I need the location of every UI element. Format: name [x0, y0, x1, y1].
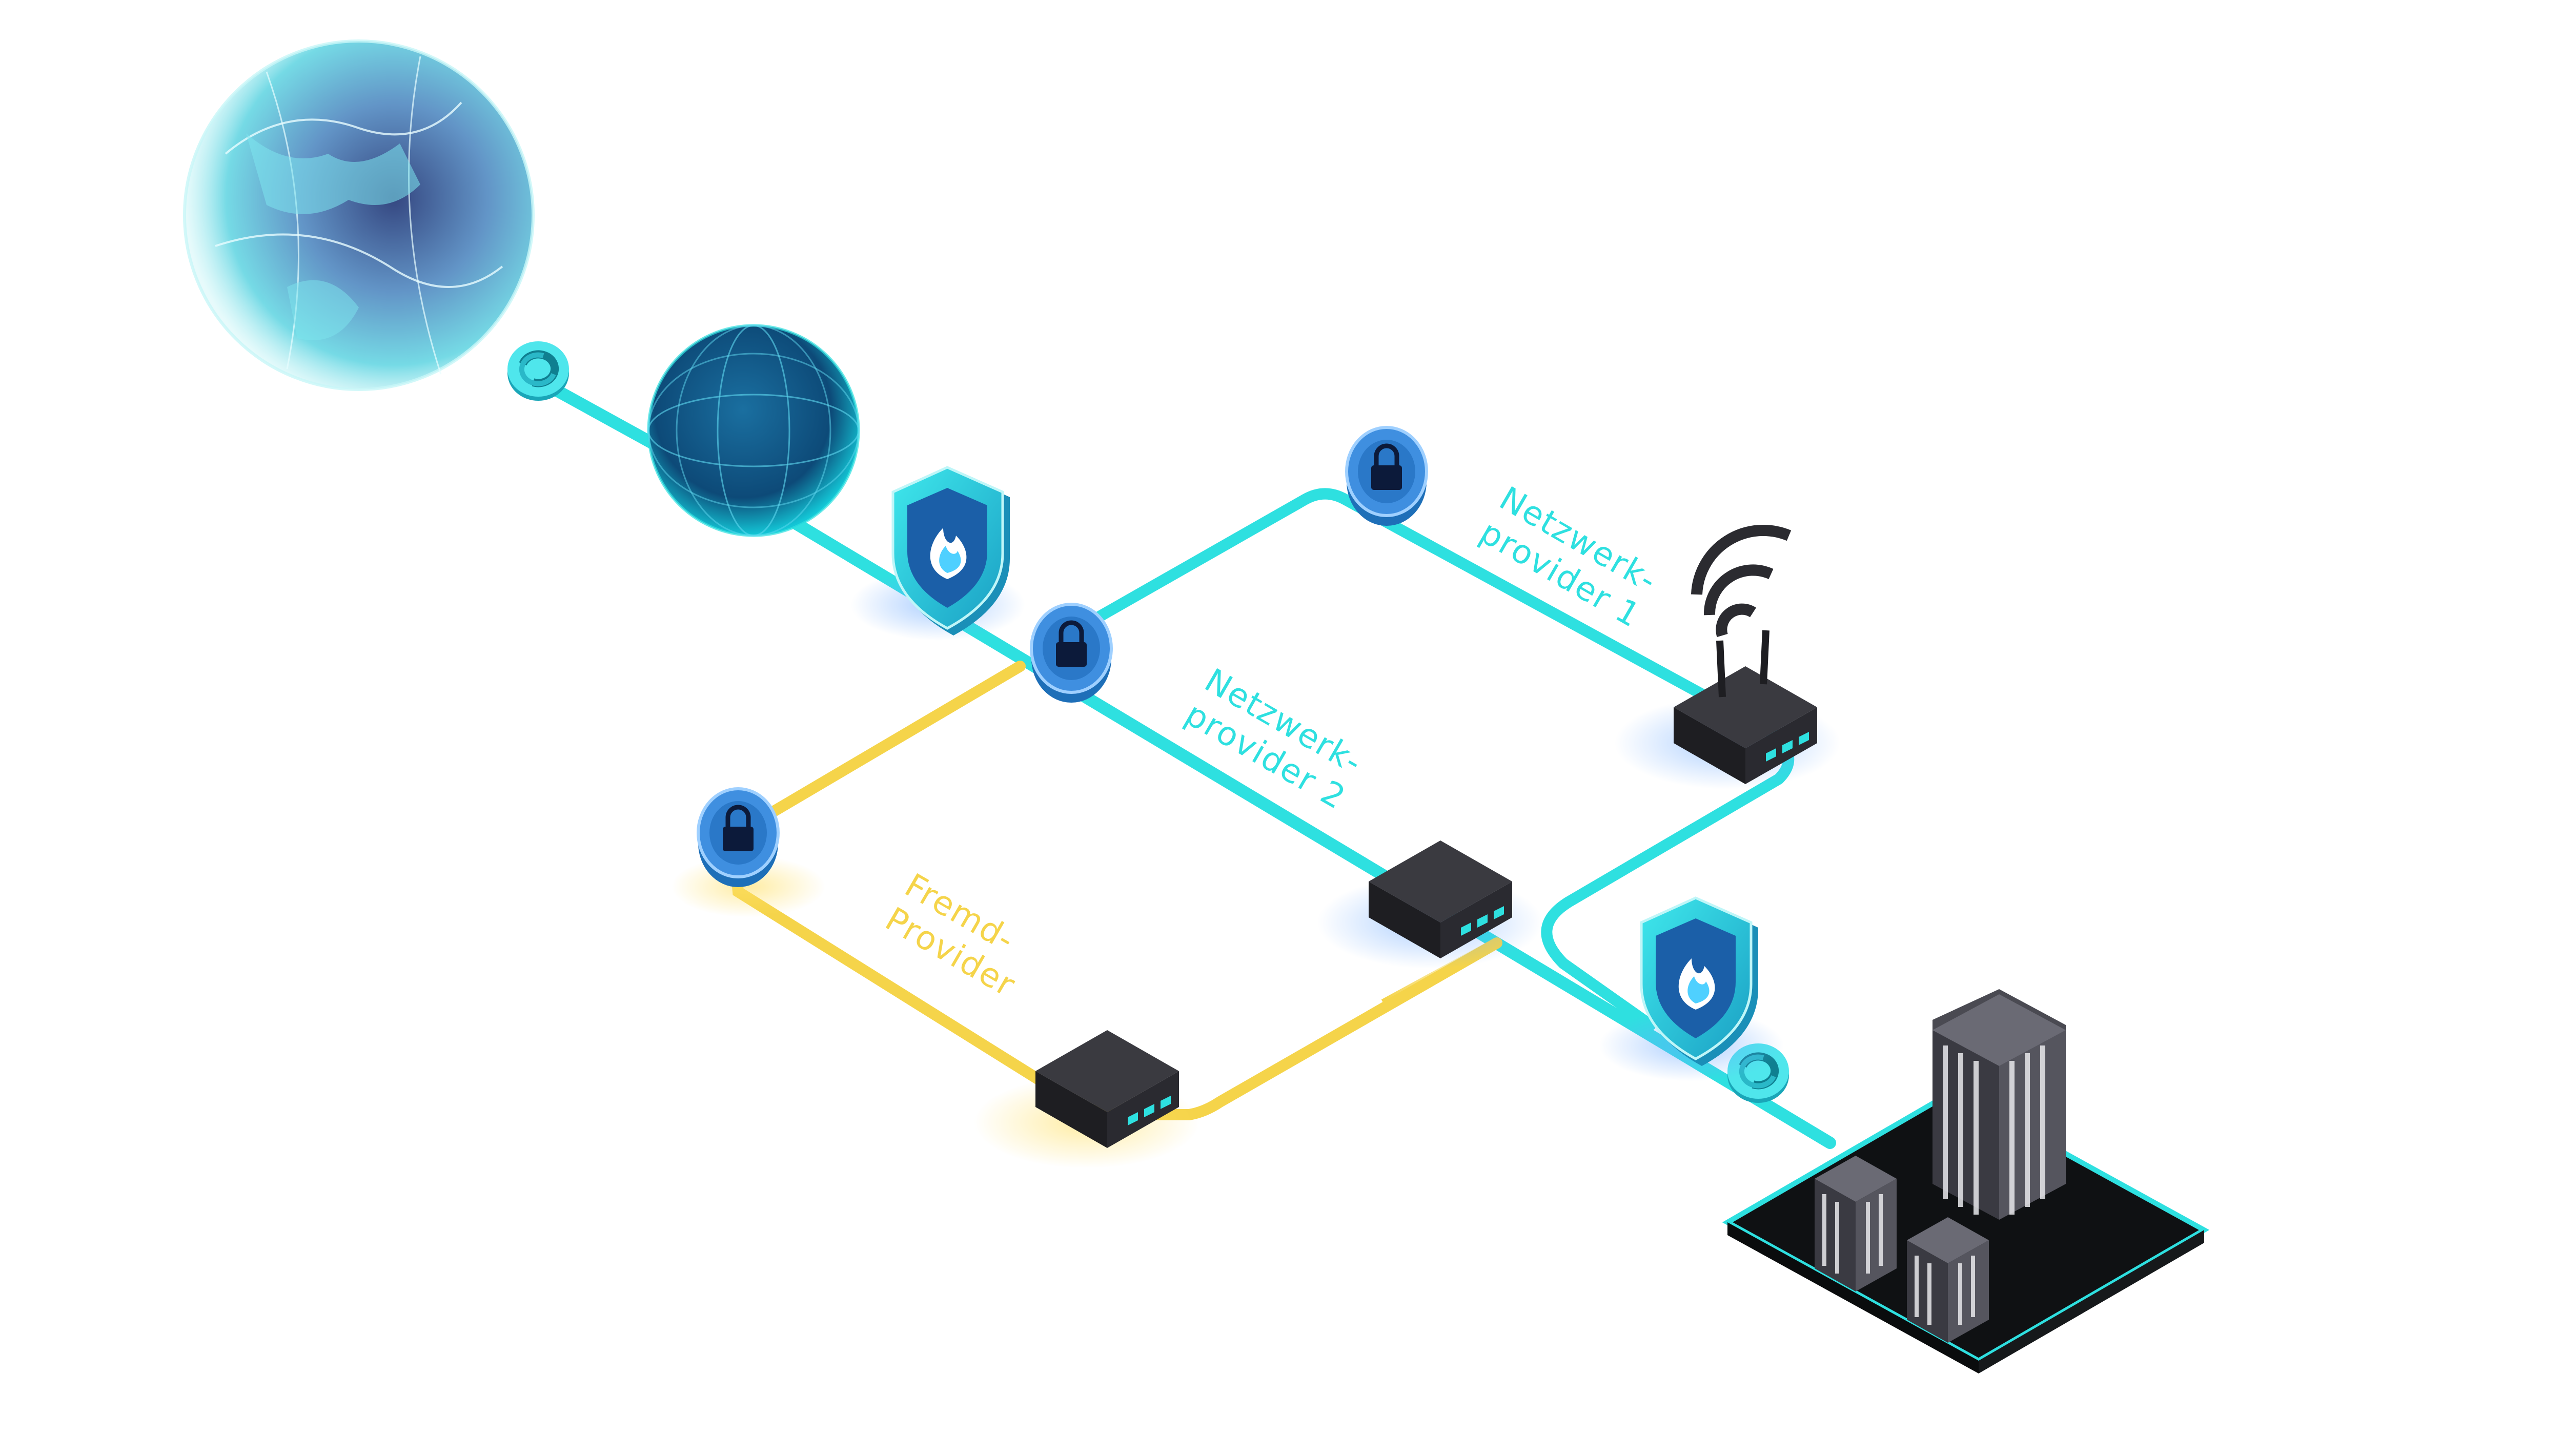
wifi-router-icon: [1674, 525, 1817, 784]
buildings-icon: [1722, 989, 2210, 1373]
globe-icon: [183, 39, 535, 391]
connector-icon: [507, 341, 569, 401]
sphere-icon: [647, 324, 860, 537]
lock-icon: [1347, 427, 1427, 526]
lock-icon: [698, 789, 778, 887]
lock-icon: [1031, 604, 1111, 703]
